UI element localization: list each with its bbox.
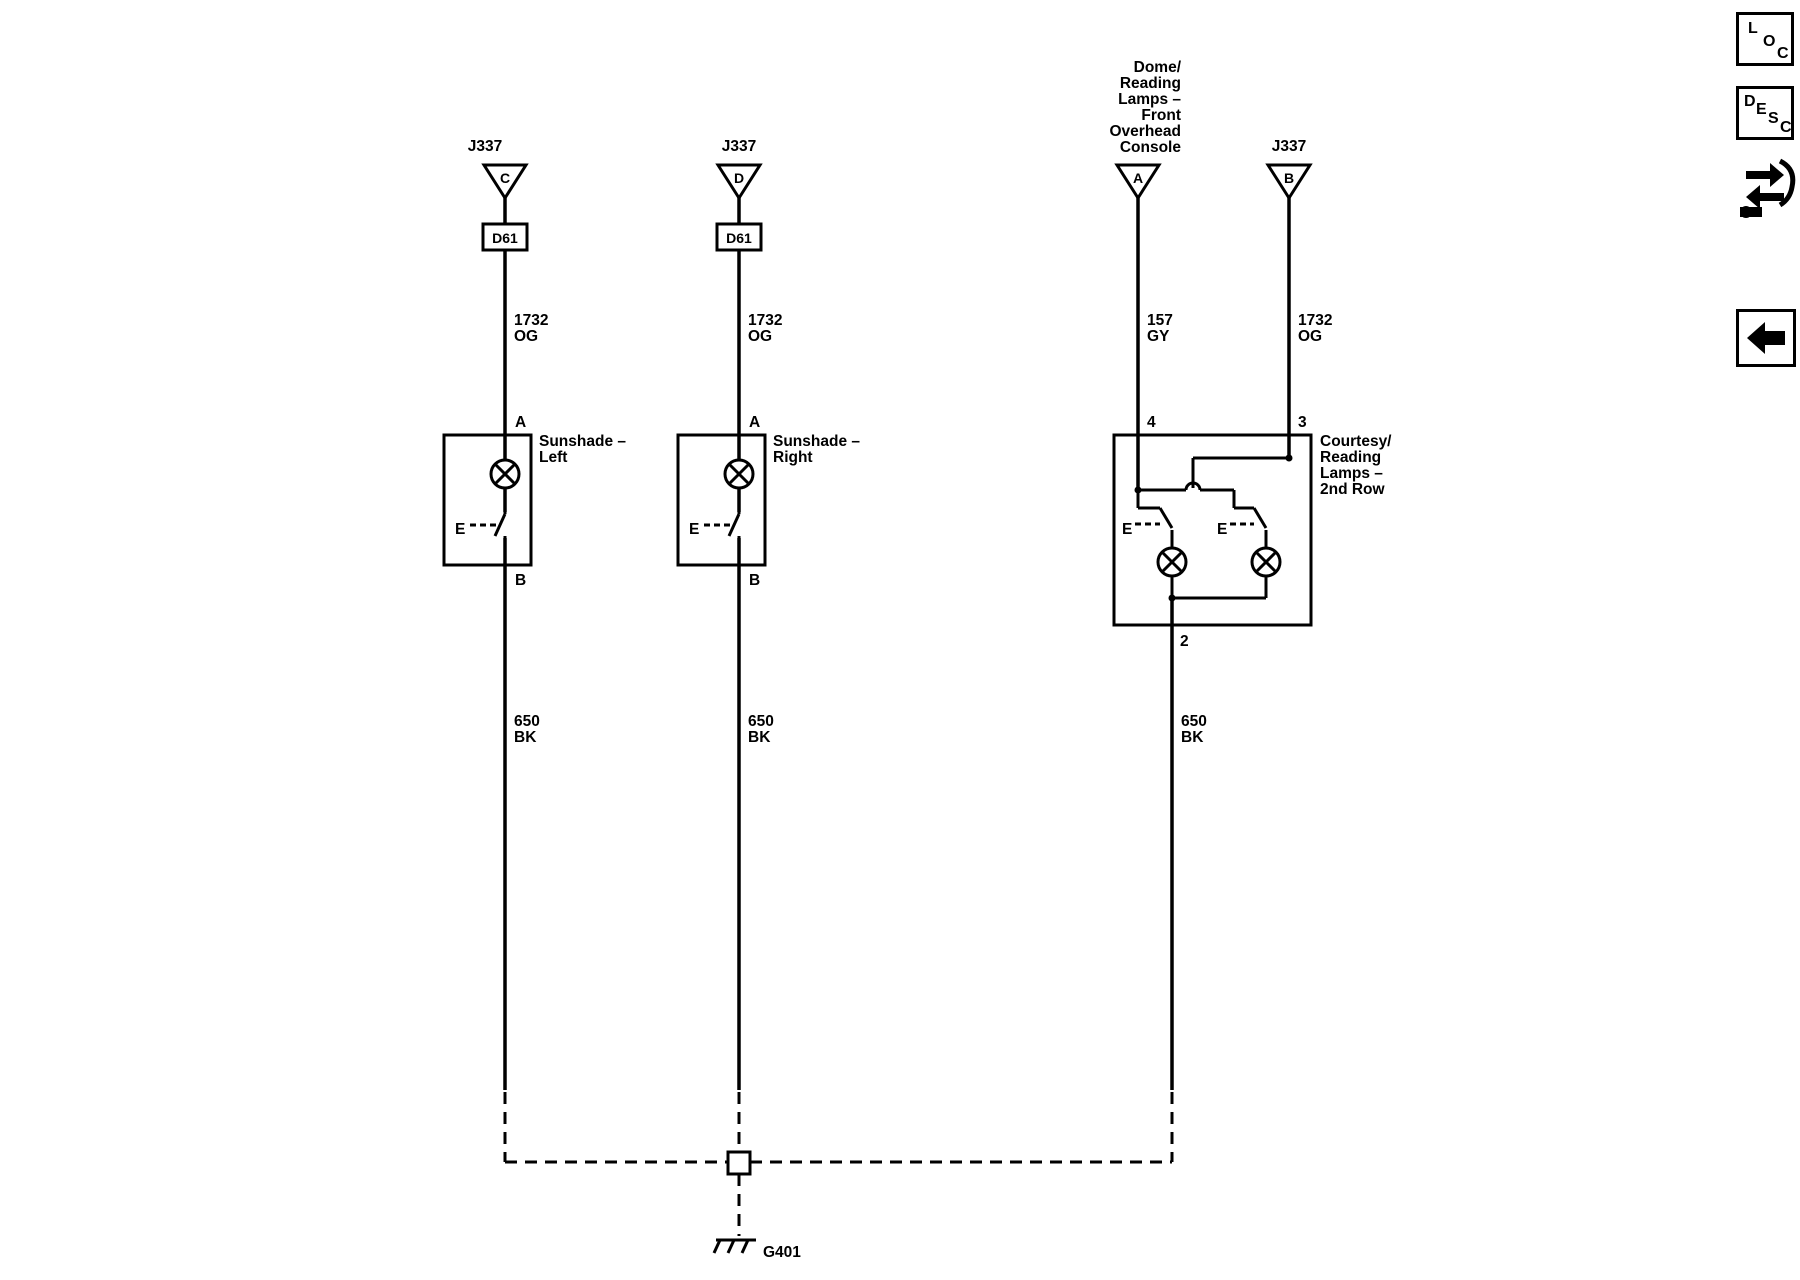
- ground-network: G401: [503, 1092, 1174, 1261]
- sunshade-right-box[interactable]: [676, 433, 767, 567]
- desc-button[interactable]: D E S C: [1736, 86, 1794, 140]
- courtesy-label-3: Lamps –: [1320, 465, 1383, 482]
- connector-j337-b-label: J337: [1272, 138, 1306, 155]
- dome-connector-label-6: Console: [1120, 139, 1182, 156]
- connector-j337-b[interactable]: [1265, 163, 1313, 201]
- sunshade-left-pin-b: B: [515, 572, 526, 589]
- circuit-sunshade-right: J337 D D61 1732 OG A B Sunshade – Right …: [676, 138, 860, 1090]
- wire-1732-courtesy-circuit: 1732: [1298, 312, 1332, 329]
- connector-pin-a: A: [1133, 170, 1143, 186]
- wire-1732-left-color: OG: [514, 328, 538, 345]
- dome-connector-label-4: Front: [1141, 107, 1181, 124]
- lamp-icon: [1250, 546, 1282, 578]
- desc-letter-d: D: [1744, 93, 1756, 110]
- courtesy-label-1: Courtesy/: [1320, 433, 1392, 450]
- ground-label: G401: [763, 1244, 801, 1261]
- wire-1732-right-circuit: 1732: [748, 312, 782, 329]
- lamp-icon: [489, 458, 521, 490]
- courtesy-pin-2: 2: [1180, 633, 1189, 650]
- connector-j337-d[interactable]: [715, 163, 763, 201]
- courtesy-lamps-box[interactable]: [1112, 433, 1313, 627]
- inline-connector-d61-left-label: D61: [492, 230, 518, 246]
- connector-j337-c-label: J337: [468, 138, 502, 155]
- dome-connector-label-5: Overhead: [1109, 123, 1181, 140]
- circuit-courtesy-lamps: Dome/ Reading Lamps – Front Overhead Con…: [1109, 59, 1392, 1090]
- arrow-left-icon: [1747, 322, 1785, 354]
- wire-1732-right-color: OG: [748, 328, 772, 345]
- switch-icon: E: [455, 508, 515, 540]
- sunshade-left-label-1: Sunshade –: [539, 433, 626, 450]
- switch-actuator-label: E: [1217, 521, 1227, 538]
- courtesy-pin-4: 4: [1147, 414, 1156, 431]
- switch-actuator-label: E: [689, 521, 699, 538]
- sunshade-left-box[interactable]: [442, 433, 533, 567]
- wire-650-courtesy-circuit: 650: [1181, 713, 1207, 730]
- ground-icon: [712, 1238, 756, 1254]
- connector-j337-c[interactable]: [481, 163, 529, 201]
- courtesy-pin-3: 3: [1298, 414, 1307, 431]
- courtesy-label-4: 2nd Row: [1320, 481, 1386, 498]
- inline-connector-d61-left[interactable]: [481, 222, 529, 252]
- switch-actuator-label: E: [1122, 521, 1132, 538]
- wire-650-courtesy-color: BK: [1181, 729, 1204, 746]
- sunshade-left-label-2: Left: [539, 449, 567, 466]
- connector-dome-a[interactable]: [1114, 163, 1162, 201]
- loc-letter-l: L: [1748, 20, 1758, 37]
- desc-letter-c: C: [1780, 119, 1792, 136]
- wire-650-right-circuit: 650: [748, 713, 774, 730]
- wire-157-circuit: 157: [1147, 312, 1173, 329]
- dome-connector-label-3: Lamps –: [1118, 91, 1181, 108]
- lamp-icon: [1156, 546, 1188, 578]
- desc-letter-s: S: [1768, 110, 1779, 127]
- circuit-sunshade-left: J337 C D61 1732 OG A B Sunshade – Left E…: [442, 138, 626, 1090]
- wire-650-left-circuit: 650: [514, 713, 540, 730]
- connector-pin-d: D: [734, 170, 744, 186]
- connector-j337-d-label: J337: [722, 138, 756, 155]
- desc-letter-e: E: [1756, 101, 1767, 118]
- courtesy-label-2: Reading: [1320, 449, 1381, 466]
- sunshade-right-pin-a: A: [749, 414, 760, 431]
- wire-157-color: GY: [1147, 328, 1170, 345]
- lamp-icon: [723, 458, 755, 490]
- sunshade-right-label-2: Right: [773, 449, 813, 466]
- dome-connector-label-2: Reading: [1120, 75, 1181, 92]
- wire-1732-courtesy-color: OG: [1298, 328, 1322, 345]
- sunshade-left-pin-a: A: [515, 414, 526, 431]
- wire-650-left-color: BK: [514, 729, 537, 746]
- connector-swap-icon[interactable]: [1736, 155, 1798, 223]
- wire-1732-left-circuit: 1732: [514, 312, 548, 329]
- loc-letter-c: C: [1777, 45, 1789, 62]
- loc-letter-o: O: [1763, 33, 1776, 50]
- back-button[interactable]: [1736, 309, 1796, 367]
- sunshade-right-pin-b: B: [749, 572, 760, 589]
- switch-icon: E: [689, 508, 749, 540]
- inline-connector-d61-right-label: D61: [726, 230, 752, 246]
- connector-pin-c: C: [500, 170, 510, 186]
- sunshade-right-label-1: Sunshade –: [773, 433, 860, 450]
- courtesy-internal-wiring: E E: [1122, 454, 1293, 602]
- connector-pin-b: B: [1284, 170, 1294, 186]
- dome-connector-label-1: Dome/: [1134, 59, 1182, 76]
- switch-actuator-label: E: [455, 521, 465, 538]
- loc-button[interactable]: L O C: [1736, 12, 1794, 66]
- wire-650-right-color: BK: [748, 729, 771, 746]
- ground-splice[interactable]: [726, 1150, 752, 1176]
